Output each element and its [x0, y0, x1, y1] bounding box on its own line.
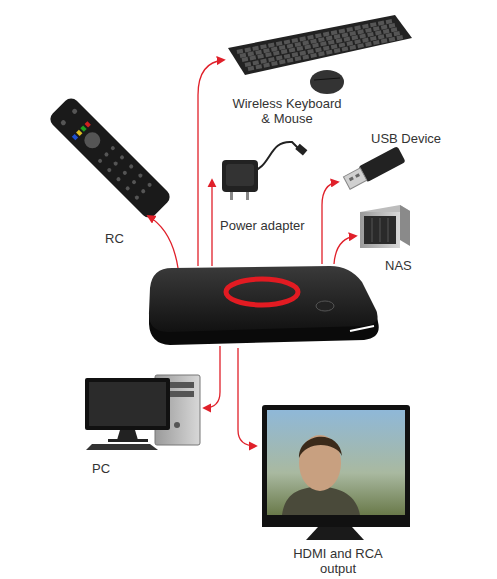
mouse-picture [314, 78, 340, 80]
nas-picture [380, 218, 381, 242]
connection-arrow [322, 182, 338, 264]
remote-picture [140, 188, 146, 194]
keyboard-picture [228, 15, 412, 75]
mouse-picture [310, 70, 344, 94]
set-top-box-picture [149, 266, 378, 332]
remote-picture [76, 130, 82, 136]
keyboard-picture [245, 33, 400, 65]
nas-picture [360, 212, 400, 248]
remote-picture [72, 134, 78, 140]
remote-picture [128, 164, 134, 170]
connection-arrow [204, 346, 220, 408]
nas-picture [388, 218, 389, 242]
pc-picture [85, 375, 200, 450]
tv-picture [299, 437, 342, 458]
mouse-picture [310, 70, 344, 94]
remote-picture [131, 179, 137, 185]
remote-picture [147, 182, 153, 188]
remote-picture [47, 95, 173, 221]
usb-picture [349, 177, 354, 182]
remote-picture [116, 176, 122, 182]
adapter-picture [226, 164, 254, 186]
connection-arrow [238, 348, 256, 446]
adapter-picture [222, 142, 307, 200]
remote-picture [125, 186, 131, 192]
remote-picture [119, 154, 125, 160]
pc-picture [174, 422, 180, 428]
remote-picture [106, 167, 112, 173]
tv-picture [262, 515, 410, 527]
adapter-picture [222, 160, 258, 192]
usb-picture [343, 168, 366, 189]
usb-picture [343, 146, 406, 191]
device-label: RC [105, 231, 124, 246]
device-label: USB Device [371, 131, 441, 146]
connection-arrow [148, 216, 178, 268]
remote-picture [60, 119, 67, 126]
adapter-picture [295, 144, 307, 156]
remote-picture [59, 107, 152, 200]
remote-picture [71, 108, 78, 115]
nas-picture [364, 216, 396, 244]
adapter-picture [246, 192, 249, 200]
set-top-box-picture [316, 301, 334, 311]
remote-picture [97, 158, 103, 164]
remote-picture [110, 145, 116, 151]
tv-picture [299, 435, 341, 491]
pc-picture [86, 444, 158, 450]
remote-picture [81, 129, 104, 152]
keyboard-picture [248, 37, 403, 69]
device-label: Wireless Keyboard & Mouse [229, 96, 345, 126]
set-top-box-picture [149, 266, 379, 345]
connection-arrow [148, 60, 356, 446]
pc-picture [89, 382, 166, 426]
set-top-box-picture [350, 326, 374, 331]
connection-arrow [334, 236, 356, 264]
adapter-picture [230, 192, 233, 200]
device-label: HDMI and RCA output [283, 546, 393, 576]
device-label: NAS [385, 258, 412, 273]
device-label: PC [92, 461, 110, 476]
tv-picture [262, 405, 410, 540]
keyboard-picture [237, 21, 403, 69]
nas-picture [400, 205, 410, 246]
tv-picture [267, 410, 405, 515]
remote-picture [104, 152, 110, 158]
remote-picture [134, 195, 140, 201]
remote-picture [85, 121, 91, 127]
keyboard-picture [228, 15, 412, 75]
set-top-box-picture [226, 279, 298, 305]
nas-picture [360, 205, 410, 248]
connection-arrow [211, 180, 212, 266]
pc-picture [108, 439, 148, 442]
remote-picture [47, 95, 173, 221]
remote-picture [80, 125, 86, 131]
usb-picture [355, 173, 360, 178]
nas-picture [372, 218, 373, 242]
remote-picture [113, 161, 119, 167]
remote-picture [138, 173, 144, 179]
pc-picture [117, 430, 138, 440]
connection-arrow [198, 60, 224, 266]
tv-picture [306, 527, 364, 540]
nas-picture [372, 218, 388, 242]
device-label: Power adapter [220, 218, 305, 233]
remote-picture [122, 170, 128, 176]
tv-picture [262, 405, 410, 527]
pc-picture [85, 378, 170, 430]
